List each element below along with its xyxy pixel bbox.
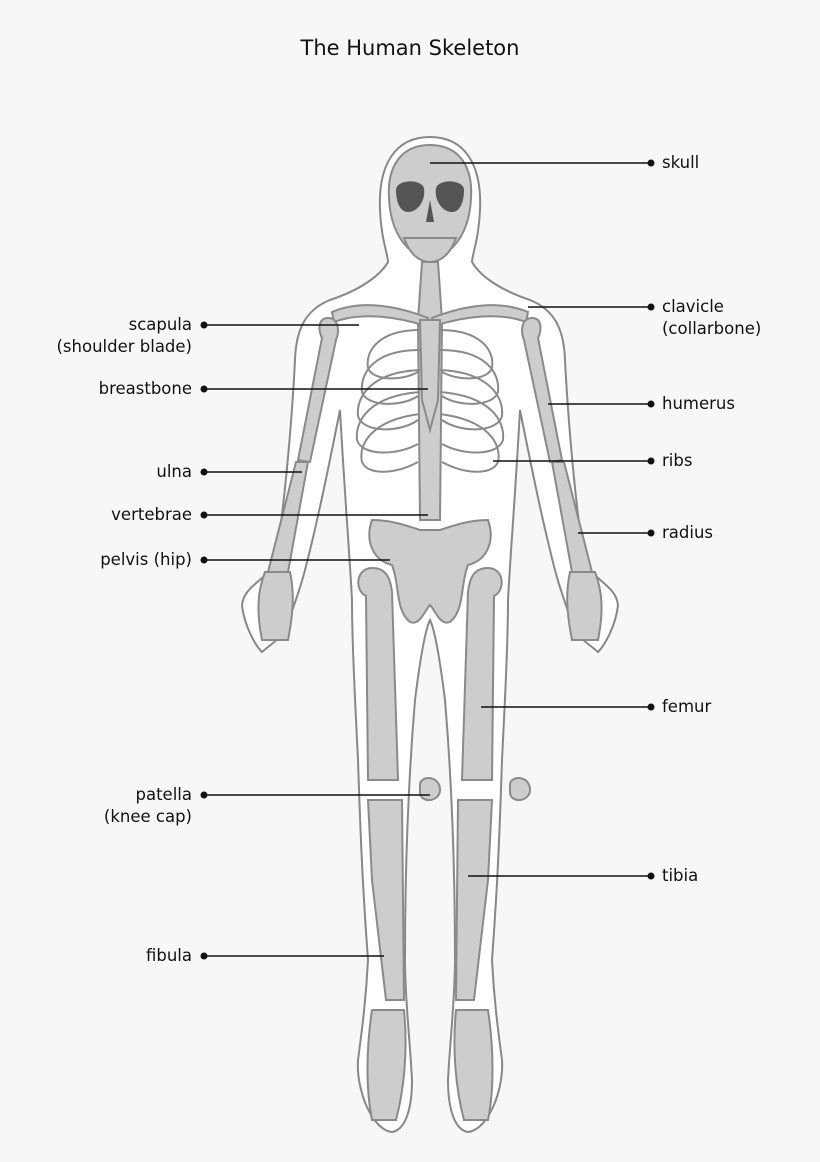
nasal-cavity: [426, 200, 434, 222]
leader-dot-skull: [647, 159, 655, 167]
label-tibia: tibia: [662, 866, 699, 885]
rib-right-3: [439, 369, 504, 431]
leader-dots: [200, 159, 655, 960]
sternum-bone: [418, 319, 442, 434]
rib-right-2: [439, 349, 500, 405]
femur-right-bone: [460, 566, 503, 781]
leader-dot-breastbone: [200, 385, 208, 393]
femur-left-bone: [357, 566, 400, 781]
body-outline: [240, 135, 620, 1134]
eye-socket-right: [435, 181, 464, 212]
foot-right-bone: [453, 1009, 494, 1121]
label-radius: radius: [662, 523, 714, 542]
label-pelvis: pelvis (hip): [100, 550, 192, 569]
rib-right-5: [439, 413, 500, 473]
label-femur: femur: [662, 697, 712, 716]
shin-left-bone: [366, 799, 406, 1001]
leader-dot-pelvis: [200, 556, 208, 564]
leader-dot-fibula: [200, 952, 208, 960]
diagram-title: The Human Skeleton: [300, 36, 520, 60]
leader-dot-tibia: [647, 872, 655, 880]
leader-dot-ribs: [647, 457, 655, 465]
eye-socket-left: [396, 181, 425, 212]
bones: [257, 143, 603, 1121]
label-patella: patella (knee cap): [103, 785, 192, 826]
label-breastbone: breastbone: [98, 379, 192, 398]
leader-dot-humerus: [647, 400, 655, 408]
leader-dot-vertebrae: [200, 511, 208, 519]
leader-dot-femur: [647, 703, 655, 711]
foot-left-bone: [366, 1009, 407, 1121]
leader-lines: [204, 162, 651, 957]
leader-dot-ulna: [200, 468, 208, 476]
label-ribs: ribs: [662, 451, 693, 470]
label-fibula: fibula: [145, 946, 192, 965]
label-humerus: humerus: [662, 394, 735, 413]
patella-left-bone: [419, 777, 442, 801]
rib-left-2: [360, 349, 421, 405]
rib-left-4: [355, 391, 421, 454]
hand-left-bone: [257, 571, 294, 641]
label-vertebrae: vertebrae: [111, 505, 192, 524]
leader-dot-scapula: [200, 321, 208, 329]
rib-left-3: [356, 369, 421, 431]
skull-features: [396, 181, 464, 222]
leader-dot-clavicle: [647, 303, 655, 311]
pelvis-bone: [368, 518, 492, 624]
leader-dot-radius: [647, 529, 655, 537]
rib-right-4: [439, 391, 505, 454]
patella-right-bone: [509, 777, 532, 801]
leader-dot-patella: [200, 791, 208, 799]
rib-left-5: [360, 413, 421, 473]
label-skull: skull: [662, 153, 700, 172]
hand-right-bone: [566, 571, 603, 641]
shin-right-bone: [454, 799, 494, 1001]
label-scapula: scapula (shoulder blade): [56, 315, 192, 356]
label-ulna: ulna: [156, 462, 192, 481]
label-clavicle: clavicle (collarbone): [662, 297, 762, 338]
